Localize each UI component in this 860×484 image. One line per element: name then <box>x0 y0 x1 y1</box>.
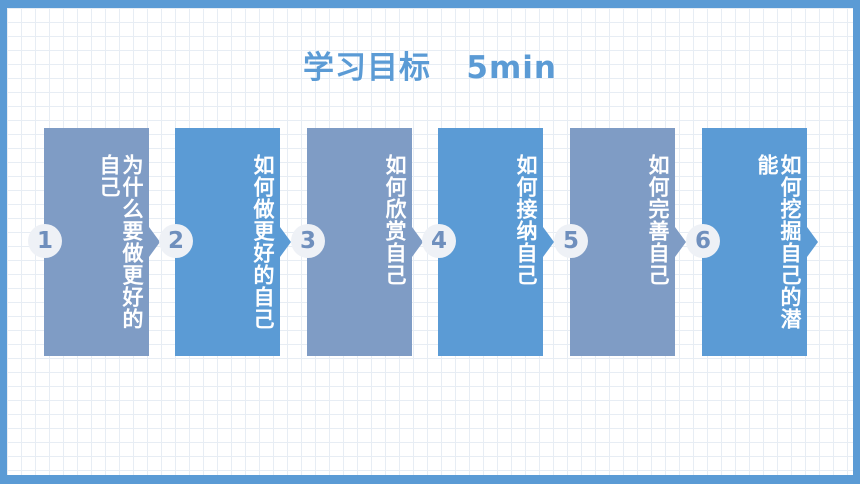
step-card-6: 6 如何挖掘自己的潜能 <box>686 128 818 356</box>
step-number-badge: 5 <box>554 224 588 258</box>
step-label: 如何完善自己 <box>646 154 670 286</box>
step-number-badge: 1 <box>28 224 62 258</box>
step-label: 如何欣赏自己 <box>383 154 407 286</box>
step-number-badge: 3 <box>291 224 325 258</box>
step-label: 如何接纳自己 <box>514 154 538 286</box>
chevron-right-icon <box>412 227 423 257</box>
step-number-badge: 2 <box>159 224 193 258</box>
step-number-badge: 4 <box>422 224 456 258</box>
step-label: 如何挖掘自己的潜能 <box>755 154 802 330</box>
step-label: 如何做更好的自己 <box>251 154 275 330</box>
step-card-1: 1 为什么要做更好的自己 <box>28 128 160 356</box>
step-label: 为什么要做更好的自己 <box>97 154 144 330</box>
chevron-right-icon <box>280 227 291 257</box>
chevron-right-icon <box>543 227 554 257</box>
step-card-5: 5 如何完善自己 <box>554 128 686 356</box>
chevron-right-icon <box>149 227 160 257</box>
chevron-right-icon <box>675 227 686 257</box>
step-number-badge: 6 <box>686 224 720 258</box>
chevron-right-icon <box>807 227 818 257</box>
slide-title: 学习目标 5min <box>303 50 557 86</box>
step-card-4: 4 如何接纳自己 <box>422 128 554 356</box>
step-card-3: 3 如何欣赏自己 <box>291 128 423 356</box>
step-card-2: 2 如何做更好的自己 <box>159 128 291 356</box>
